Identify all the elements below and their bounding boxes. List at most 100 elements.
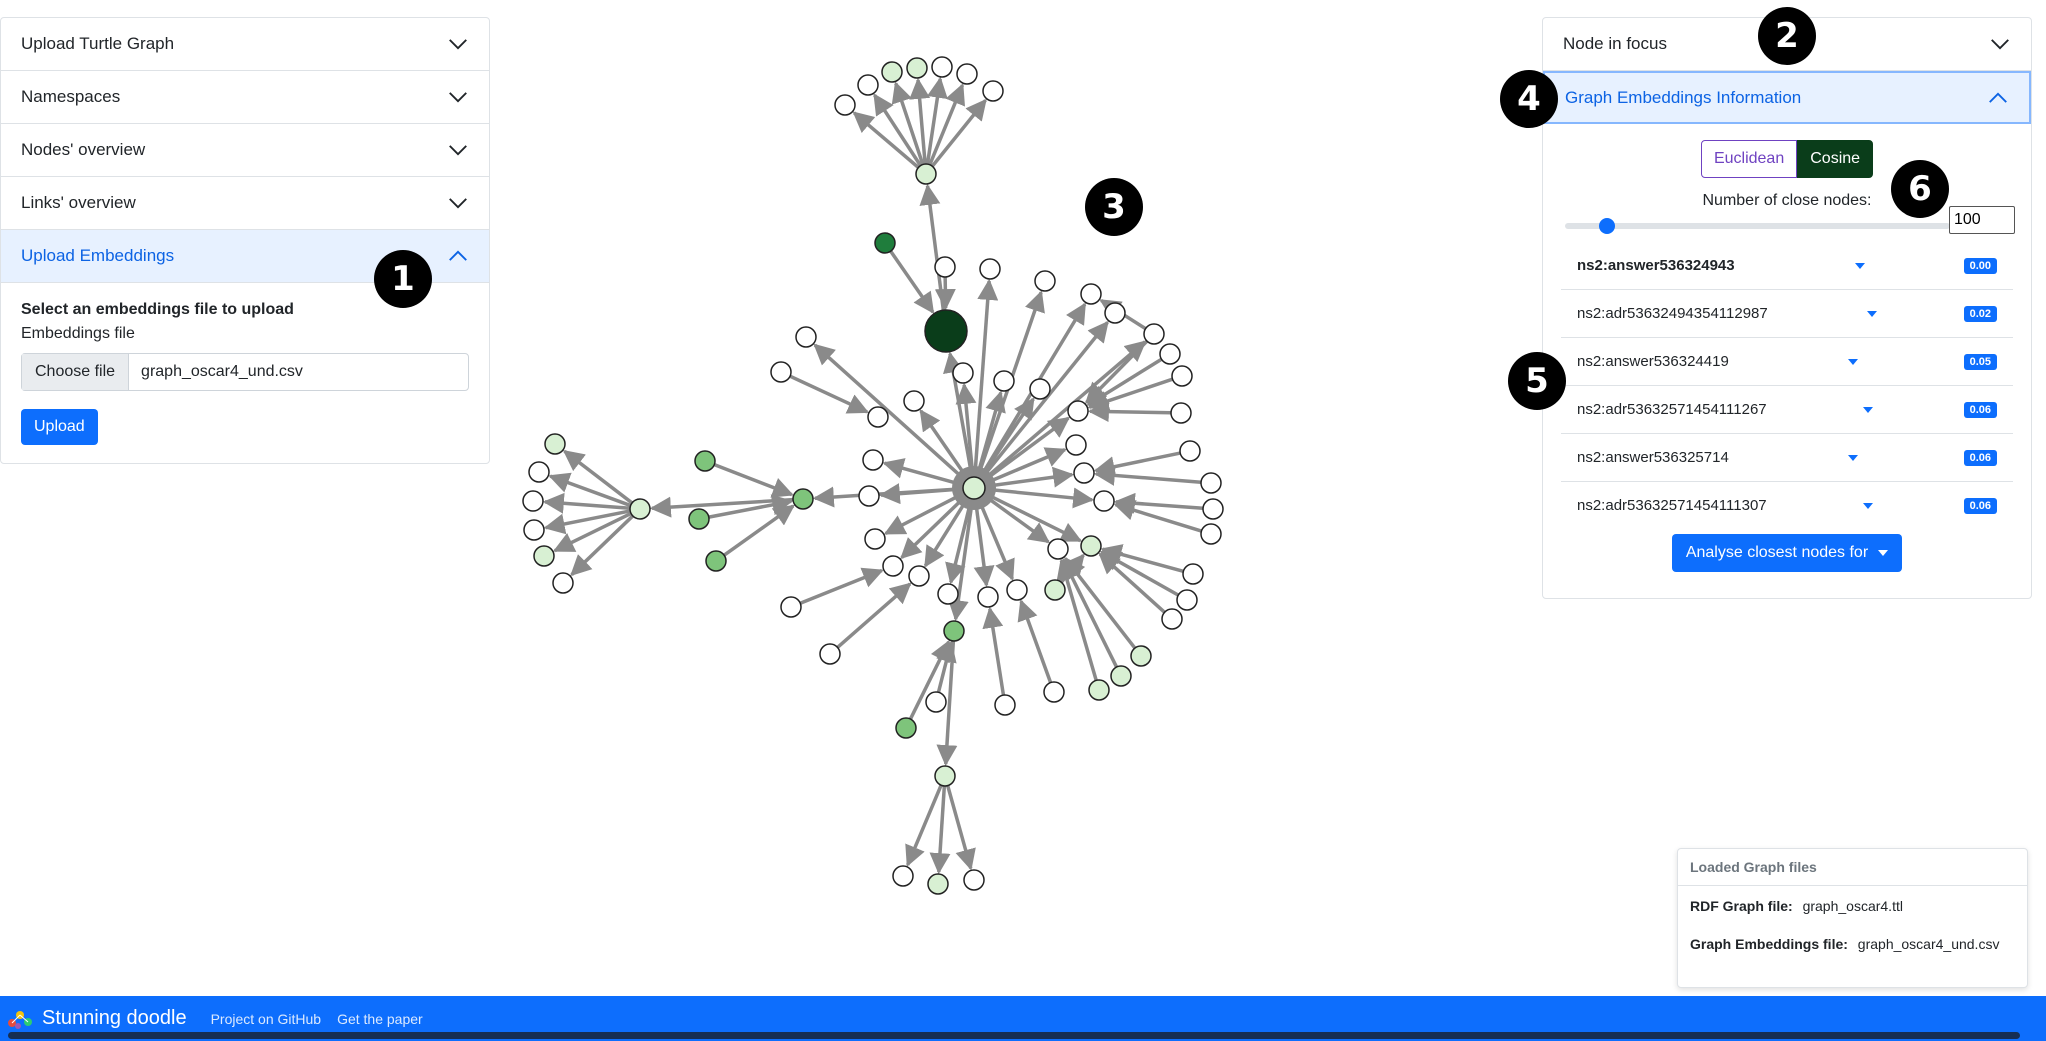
graph-node[interactable] <box>934 256 956 278</box>
graph-node[interactable] <box>1202 498 1224 520</box>
list-item[interactable]: ns2:answer536324943 0.00 <box>1561 242 2013 290</box>
caret-down-icon[interactable] <box>1867 310 1877 317</box>
graph-node[interactable] <box>906 57 928 79</box>
graph-node[interactable] <box>552 572 574 594</box>
graph-node[interactable] <box>927 873 949 895</box>
caret-down-icon[interactable] <box>1848 358 1858 365</box>
graph-node[interactable] <box>979 258 1001 280</box>
analyse-closest-nodes-button[interactable]: Analyse closest nodes for <box>1671 534 1903 572</box>
graph-node[interactable] <box>795 326 817 348</box>
graph-node[interactable] <box>1006 579 1028 601</box>
graph-node[interactable] <box>892 865 914 887</box>
graph-node[interactable] <box>857 74 879 96</box>
graph-node[interactable] <box>819 643 841 665</box>
graph-node[interactable] <box>1043 681 1065 703</box>
graph-node[interactable] <box>533 545 555 567</box>
graph-node[interactable] <box>993 370 1015 392</box>
graph-node[interactable] <box>1159 343 1181 365</box>
accordion-node-in-focus[interactable]: Node in focus <box>1543 18 2031 71</box>
graph-node[interactable] <box>895 717 917 739</box>
graph-node[interactable] <box>867 406 889 428</box>
graph-node[interactable] <box>688 508 710 530</box>
graph-node[interactable] <box>1034 270 1056 292</box>
graph-node[interactable] <box>1130 645 1152 667</box>
graph-node[interactable] <box>1088 679 1110 701</box>
graph-node[interactable] <box>694 450 716 472</box>
graph-node[interactable] <box>962 476 986 500</box>
graph-node[interactable] <box>924 309 968 353</box>
graph-node[interactable] <box>780 596 802 618</box>
graph-node[interactable] <box>937 583 959 605</box>
graph-node[interactable] <box>1161 608 1183 630</box>
github-link[interactable]: Project on GitHub <box>210 1010 322 1027</box>
graph-node[interactable] <box>862 449 884 471</box>
list-item[interactable]: ns2:answer536325714 0.06 <box>1561 434 2013 482</box>
graph-node[interactable] <box>956 63 978 85</box>
graph-node[interactable] <box>1143 323 1165 345</box>
graph-node[interactable] <box>977 586 999 608</box>
choose-file-button[interactable]: Choose file <box>22 354 130 390</box>
graph-node[interactable] <box>931 56 953 78</box>
euclidean-button[interactable]: Euclidean <box>1700 140 1798 178</box>
accordion-links-overview[interactable]: Links' overview <box>1 177 489 230</box>
graph-node[interactable] <box>1170 402 1192 424</box>
graph-node[interactable] <box>705 550 727 572</box>
graph-node[interactable] <box>903 390 925 412</box>
graph-node[interactable] <box>1093 490 1115 512</box>
graph-node[interactable] <box>943 620 965 642</box>
graph-node[interactable] <box>1044 579 1066 601</box>
graph-node[interactable] <box>994 694 1016 716</box>
graph-node[interactable] <box>1080 535 1102 557</box>
caret-down-icon[interactable] <box>1863 502 1873 509</box>
graph-node[interactable] <box>1067 400 1089 422</box>
graph-node[interactable] <box>915 163 937 185</box>
graph-node[interactable] <box>523 519 545 541</box>
graph-node[interactable] <box>1176 589 1198 611</box>
caret-down-icon[interactable] <box>1863 406 1873 413</box>
graph-node[interactable] <box>882 555 904 577</box>
graph-node[interactable] <box>881 61 903 83</box>
graph-node[interactable] <box>982 80 1004 102</box>
graph-node[interactable] <box>522 490 544 512</box>
accordion-nodes-overview[interactable]: Nodes' overview <box>1 124 489 177</box>
graph-node[interactable] <box>629 498 651 520</box>
accordion-namespaces[interactable]: Namespaces <box>1 71 489 124</box>
graph-node[interactable] <box>952 362 974 384</box>
caret-down-icon[interactable] <box>1848 454 1858 461</box>
file-input[interactable]: Choose file graph_oscar4_und.csv <box>21 353 469 391</box>
cosine-button[interactable]: Cosine <box>1797 140 1874 178</box>
graph-node[interactable] <box>1073 462 1095 484</box>
graph-node[interactable] <box>544 433 566 455</box>
list-item[interactable]: ns2:adr53632571454111307 0.06 <box>1561 482 2013 526</box>
graph-node[interactable] <box>963 869 985 891</box>
graph-node[interactable] <box>1110 665 1132 687</box>
brand-name[interactable]: Stunning doodle <box>42 1007 187 1029</box>
graph-node[interactable] <box>770 361 792 383</box>
close-nodes-slider[interactable] <box>1565 218 1950 234</box>
graph-node[interactable] <box>1080 283 1102 305</box>
accordion-upload-turtle[interactable]: Upload Turtle Graph <box>1 18 489 71</box>
graph-node[interactable] <box>528 461 550 483</box>
graph-node[interactable] <box>1065 434 1087 456</box>
graph-node[interactable] <box>1047 538 1069 560</box>
graph-node[interactable] <box>1200 472 1222 494</box>
graph-node[interactable] <box>1200 523 1222 545</box>
graph-node[interactable] <box>792 488 814 510</box>
paper-link[interactable]: Get the paper <box>337 1010 423 1027</box>
graph-node[interactable] <box>874 232 896 254</box>
accordion-graph-embeddings[interactable]: Graph Embeddings Information <box>1543 71 2031 124</box>
graph-node[interactable] <box>934 765 956 787</box>
graph-node[interactable] <box>1171 365 1193 387</box>
graph-node[interactable] <box>1029 378 1051 400</box>
upload-button[interactable]: Upload <box>21 409 98 445</box>
graph-node[interactable] <box>858 485 880 507</box>
graph-node[interactable] <box>925 691 947 713</box>
list-item[interactable]: ns2:adr53632494354112987 0.02 <box>1561 290 2013 338</box>
slider-thumb[interactable] <box>1599 218 1616 234</box>
graph-node[interactable] <box>1104 302 1126 324</box>
list-item[interactable]: ns2:adr53632571454111267 0.06 <box>1561 386 2013 434</box>
close-nodes-input[interactable] <box>1949 206 2015 234</box>
graph-node[interactable] <box>834 94 856 116</box>
list-item[interactable]: ns2:answer536324419 0.05 <box>1561 338 2013 386</box>
